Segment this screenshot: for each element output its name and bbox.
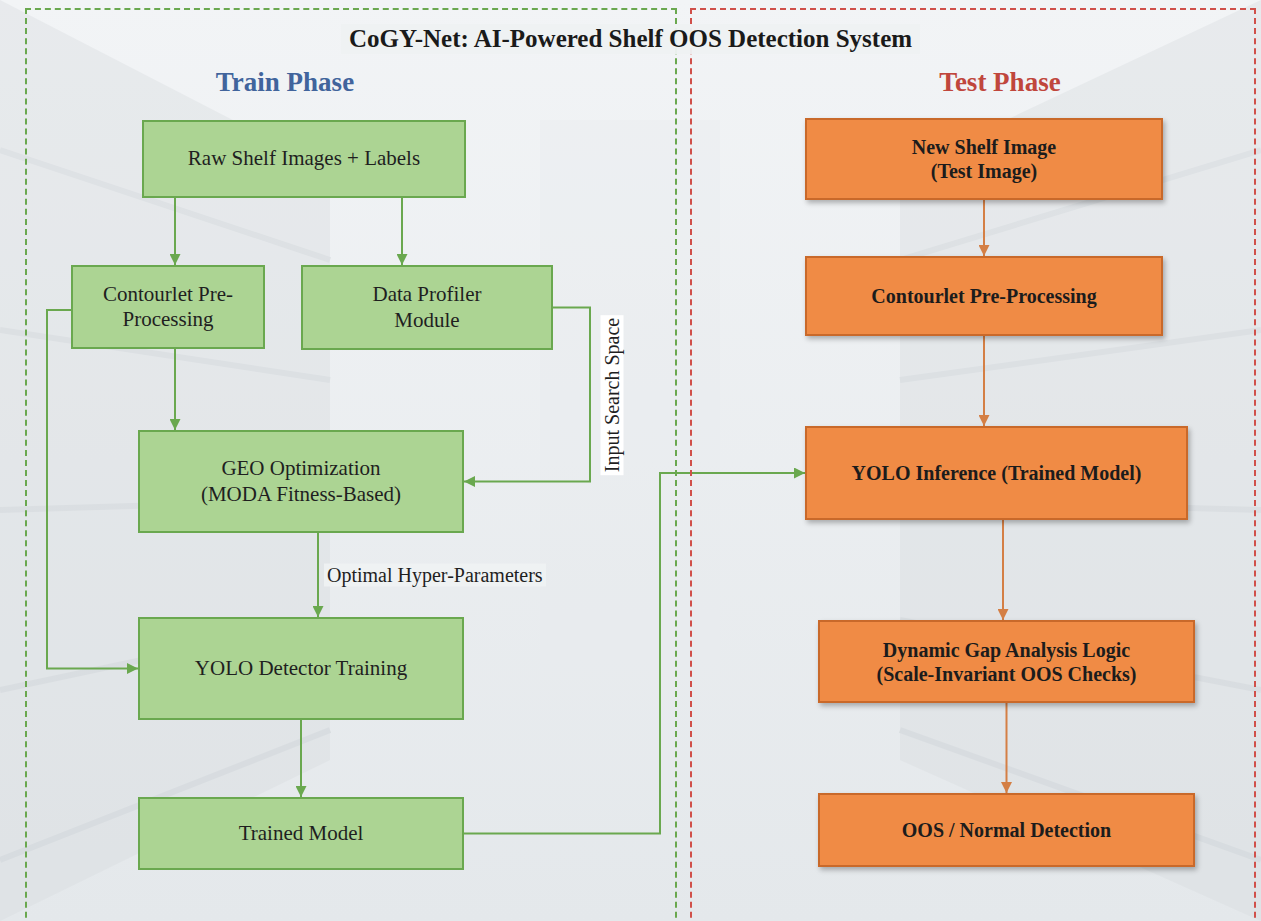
phase-region: Test PhaseNew Shelf Image (Test Image) Co… [690, 8, 1256, 921]
process-box: New Shelf Image (Test Image) [805, 118, 1163, 200]
process-box: Contourlet Pre-Processing [71, 265, 265, 349]
box-label: Data Profiler Module [352, 282, 502, 332]
flow-arrow [983, 336, 985, 426]
process-box: YOLO Inference (Trained Model) [805, 426, 1188, 520]
flow-arrow [1006, 703, 1008, 793]
flow-arrow [47, 310, 138, 669]
phase-region: Train PhaseRaw Shelf Images + LabelsCont… [25, 8, 677, 921]
flow-arrow [174, 349, 176, 430]
flow-arrow [317, 533, 319, 617]
box-label: Contourlet Pre-Processing [83, 282, 253, 332]
process-box: OOS / Normal Detection [818, 793, 1195, 867]
box-label: YOLO Inference (Trained Model) [852, 461, 1142, 485]
box-label: GEO Optimization (MODA Fitness-Based) [194, 456, 409, 506]
process-box: GEO Optimization (MODA Fitness-Based) [138, 430, 464, 533]
phase-heading: Test Phase [850, 66, 1150, 98]
flow-arrow [983, 200, 985, 256]
edge-label-holder: Optimal Hyper-Parameters [324, 564, 546, 587]
box-label: New Shelf Image (Test Image) [897, 135, 1072, 183]
process-box: Dynamic Gap Analysis Logic (Scale-Invari… [818, 620, 1195, 703]
flow-arrow [174, 198, 176, 265]
box-label: OOS / Normal Detection [902, 818, 1111, 842]
process-box: Contourlet Pre-Processing [805, 256, 1163, 336]
flow-arrow [300, 720, 302, 797]
flow-arrow [1002, 520, 1004, 620]
process-box: Data Profiler Module [301, 265, 553, 350]
edge-label: Optimal Hyper-Parameters [324, 564, 546, 587]
box-label: Trained Model [239, 821, 364, 846]
box-label: Raw Shelf Images + Labels [188, 146, 420, 171]
flow-arrow [464, 473, 805, 834]
box-label: Dynamic Gap Analysis Logic (Scale-Invari… [857, 638, 1157, 686]
edge-label: Input Search Space [601, 314, 624, 474]
title-bar: CoGY-Net: AI-Powered Shelf OOS Detection… [0, 24, 1261, 54]
phase-heading: Train Phase [135, 66, 435, 98]
process-box: YOLO Detector Training [138, 617, 464, 720]
diagram-title: CoGY-Net: AI-Powered Shelf OOS Detection… [341, 24, 920, 54]
process-box: Raw Shelf Images + Labels [142, 120, 466, 198]
process-box: Trained Model [138, 797, 464, 870]
edge-label-holder: Input Search Space [601, 314, 624, 474]
box-label: YOLO Detector Training [195, 656, 407, 681]
flow-arrow [401, 198, 403, 265]
box-label: Contourlet Pre-Processing [871, 284, 1096, 308]
